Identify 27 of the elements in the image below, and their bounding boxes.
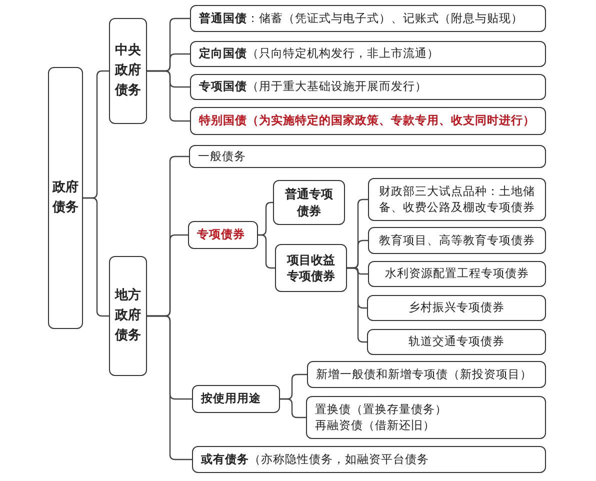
item-box: 教育项目、高等教育专项债券 — [368, 227, 546, 254]
item-box: 新增一般债和新增专项债（新投资项目） — [307, 361, 546, 388]
item-box: 定向国债（只向特定机构发行，非上市流通） — [190, 41, 546, 67]
connector-line — [147, 315, 192, 460]
item-text: 再融资债（借新还旧） — [315, 418, 436, 434]
category-box: 地方政府债务 — [109, 256, 147, 376]
item-text: 置换债（置换存量债务） — [315, 402, 448, 418]
item-box: 普通专项债券 — [273, 180, 345, 225]
item-box: 专项国债（用于重大基础设施开展而发行） — [190, 74, 546, 100]
highlight-box: 特别国债（为实施特定的国家政策、专款专用、收支同时进行） — [190, 107, 546, 135]
item-box: 轨道交通专项债券 — [367, 329, 546, 355]
item-box: 一般债务 — [189, 145, 546, 168]
item-box: 或有债务（亦称隐性债务，如融资平台债务 — [192, 446, 546, 473]
category-box: 中央政府债务 — [109, 18, 147, 124]
category-box: 政府债务 — [48, 67, 83, 329]
connector-line — [258, 234, 275, 269]
item-box: 项目收益专项债券 — [275, 244, 347, 292]
item-box: 财政部三大试点品种：土地储备、收费公路及棚改专项债券 — [368, 178, 546, 221]
connector-line — [280, 398, 306, 418]
item-box: 水利资源配置工程专项债券 — [368, 261, 546, 287]
connector-line — [347, 267, 367, 343]
connector-line — [147, 70, 190, 122]
item-box — [306, 396, 546, 439]
item-box: 乡村振兴专项债券 — [367, 295, 546, 321]
category-box: 按使用用途 — [192, 385, 280, 413]
highlight-box: 专项债券 — [188, 221, 258, 249]
item-box: 普通国债：储蓄（凭证式与电子式）、记账式（附息与贴现） — [190, 5, 546, 32]
